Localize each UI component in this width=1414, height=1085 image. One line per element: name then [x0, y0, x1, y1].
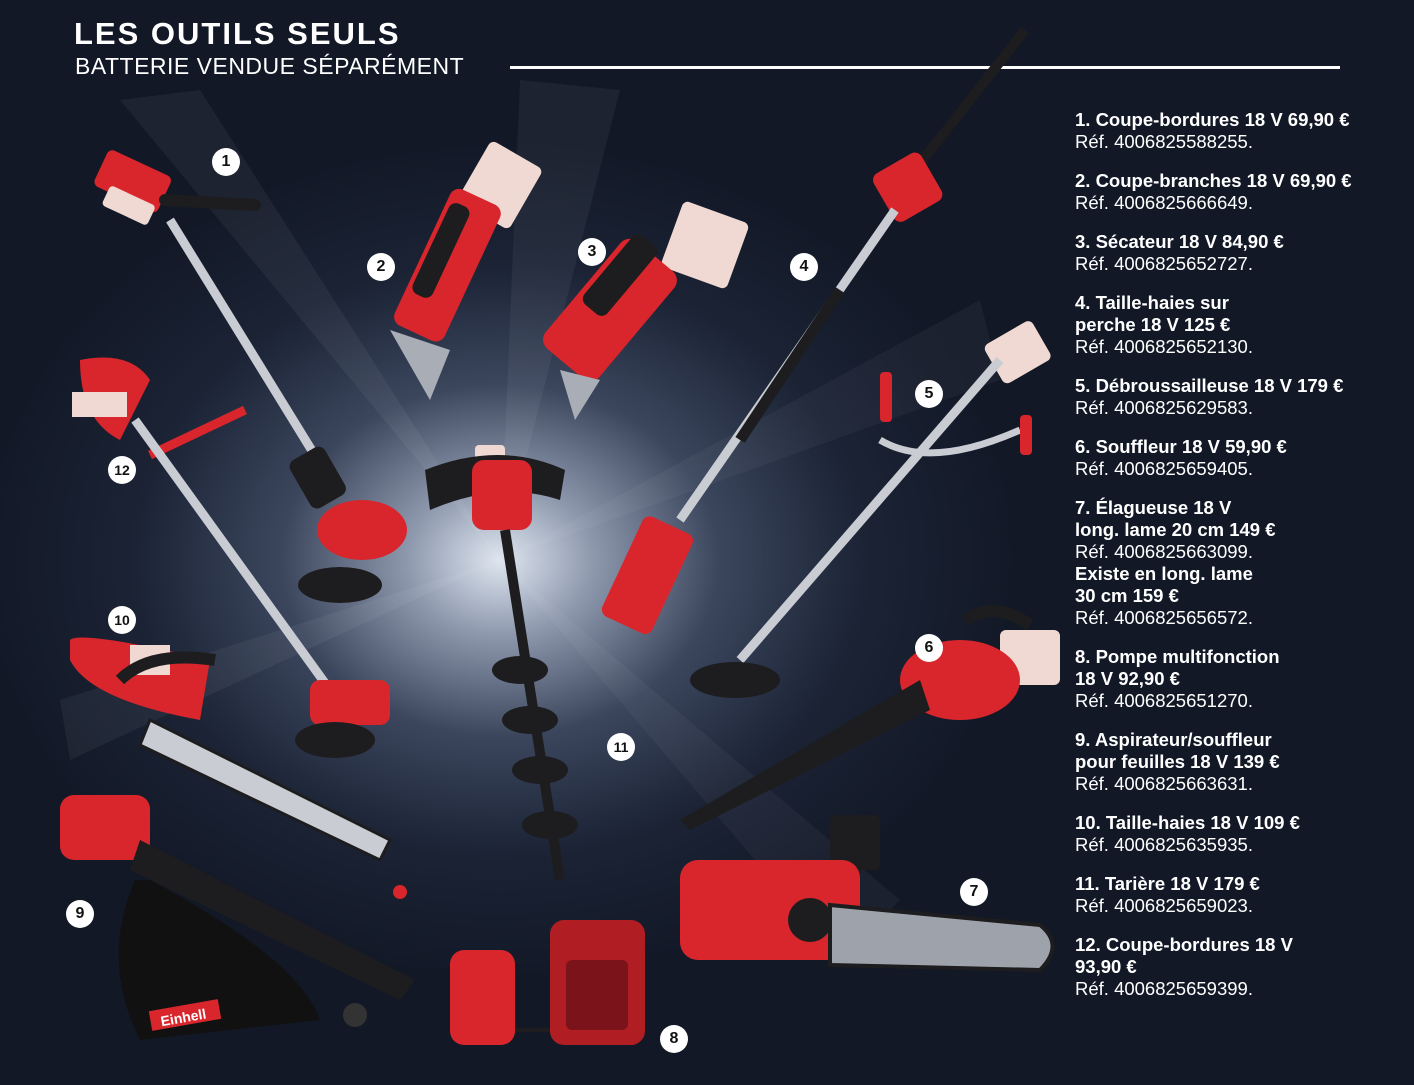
product-name: 5. Débroussailleuse 18 V 179 €: [1075, 375, 1344, 396]
chainsaw-image: [680, 815, 1055, 973]
product-name: 10. Taille-haies 18 V 109 €: [1075, 812, 1300, 833]
product-ref: Réf. 4006825652727.: [1075, 253, 1253, 274]
product-item-8: 8. Pompe multifonction 18 V 92,90 € Réf.…: [1075, 646, 1405, 712]
product-ref: Réf. 4006825635935.: [1075, 834, 1253, 855]
hedge-trimmer-image: [70, 637, 407, 899]
product-name: 11. Tarière 18 V 179 €: [1075, 873, 1260, 894]
badge-8: 8: [660, 1025, 688, 1053]
leaf-blower-image: [680, 605, 1060, 830]
tool-illustrations: Einhell: [60, 26, 1060, 1045]
badge-10: 10: [108, 606, 136, 634]
product-ref: Réf. 4006825588255.: [1075, 131, 1253, 152]
einhell-logo: Einhell: [159, 1005, 207, 1029]
product-item-1: 1. Coupe-bordures 18 V 69,90 € Réf. 4006…: [1075, 109, 1405, 153]
brushcutter-image: [690, 321, 1051, 698]
product-name: 3. Sécateur 18 V 84,90 €: [1075, 231, 1284, 252]
badge-2: 2: [367, 253, 395, 281]
pole-hedge-trimmer-image: [601, 26, 1029, 635]
secateur-image: [543, 201, 749, 420]
product-ref: Réf. 4006825651270.: [1075, 690, 1253, 711]
product-name: 12. Coupe-bordures 18 V 93,90 €: [1075, 934, 1293, 977]
grass-trimmer-12-image: [72, 357, 390, 758]
product-ref: Réf. 4006825659399.: [1075, 978, 1253, 999]
header-divider: [510, 66, 1340, 69]
product-item-9: 9. Aspirateur/souffleur pour feuilles 18…: [1075, 729, 1405, 795]
badge-11: 11: [607, 733, 635, 761]
badge-4: 4: [790, 253, 818, 281]
product-item-4: 4. Taille-haies sur perche 18 V 125 € Ré…: [1075, 292, 1405, 358]
product-ref: Réf. 4006825666649.: [1075, 192, 1253, 213]
product-list: 1. Coupe-bordures 18 V 69,90 € Réf. 4006…: [1075, 109, 1405, 1017]
product-ref: Réf. 4006825663631.: [1075, 773, 1253, 794]
page-subtitle: BATTERIE VENDUE SÉPARÉMENT: [75, 53, 465, 79]
badge-12: 12: [108, 456, 136, 484]
product-item-10: 10. Taille-haies 18 V 109 € Réf. 4006825…: [1075, 812, 1405, 856]
product-ref: Réf. 4006825652130.: [1075, 336, 1253, 357]
product-item-11: 11. Tarière 18 V 179 € Réf. 400682565902…: [1075, 873, 1405, 917]
auger-image: [425, 445, 578, 881]
product-item-7: 7. Élagueuse 18 V long. lame 20 cm 149 €…: [1075, 497, 1405, 629]
badge-1: 1: [212, 148, 240, 176]
product-name: 2. Coupe-branches 18 V 69,90 €: [1075, 170, 1352, 191]
grass-trimmer-1-image: [94, 150, 407, 603]
leaf-vacuum-image: Einhell: [60, 795, 415, 1040]
badge-3: 3: [578, 238, 606, 266]
product-name: 9. Aspirateur/souffleur pour feuilles 18…: [1075, 729, 1280, 772]
product-variant: Existe en long. lame 30 cm 159 €: [1075, 563, 1253, 606]
product-name: 4. Taille-haies sur perche 18 V 125 €: [1075, 292, 1231, 335]
product-name: 7. Élagueuse 18 V long. lame 20 cm 149 €: [1075, 497, 1276, 540]
page-title: LES OUTILS SEULS: [74, 16, 401, 51]
product-ref: Réf. 4006825659405.: [1075, 458, 1253, 479]
badge-5: 5: [915, 380, 943, 408]
product-ref: Réf. 4006825663099.: [1075, 541, 1253, 562]
product-name: 1. Coupe-bordures 18 V 69,90 €: [1075, 109, 1350, 130]
product-item-5: 5. Débroussailleuse 18 V 179 € Réf. 4006…: [1075, 375, 1405, 419]
product-item-12: 12. Coupe-bordures 18 V 93,90 € Réf. 400…: [1075, 934, 1405, 1000]
product-item-2: 2. Coupe-branches 18 V 69,90 € Réf. 4006…: [1075, 170, 1405, 214]
product-name: 6. Souffleur 18 V 59,90 €: [1075, 436, 1287, 457]
badge-7: 7: [960, 878, 988, 906]
badge-9: 9: [66, 900, 94, 928]
product-ref: Réf. 4006825659023.: [1075, 895, 1253, 916]
badge-6: 6: [915, 634, 943, 662]
product-variant-ref: Réf. 4006825656572.: [1075, 607, 1253, 628]
branch-cutter-image: [390, 141, 542, 400]
multifunction-pump-image: [450, 920, 645, 1045]
product-item-6: 6. Souffleur 18 V 59,90 € Réf. 400682565…: [1075, 436, 1405, 480]
product-ref: Réf. 4006825629583.: [1075, 397, 1253, 418]
product-item-3: 3. Sécateur 18 V 84,90 € Réf. 4006825652…: [1075, 231, 1405, 275]
product-name: 8. Pompe multifonction 18 V 92,90 €: [1075, 646, 1280, 689]
